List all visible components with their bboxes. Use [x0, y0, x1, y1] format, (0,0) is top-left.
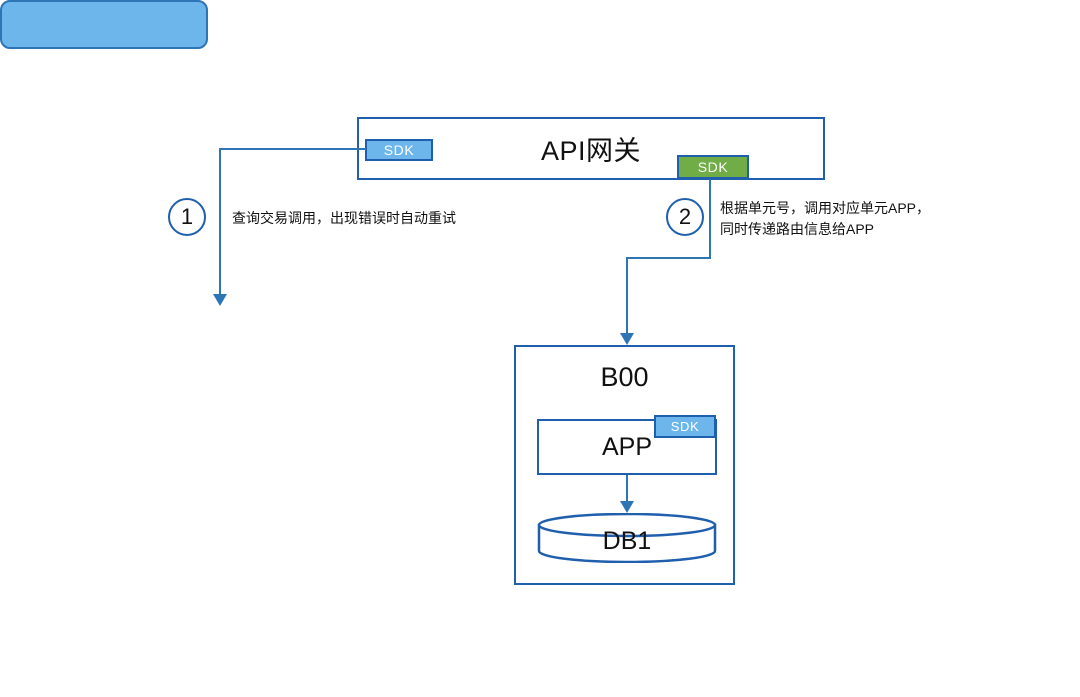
distributed-locator-service-box[interactable] [0, 0, 208, 49]
database-label: DB1 [602, 526, 652, 555]
step-2-description: 根据单元号，调用对应单元APP， 同时传递路由信息给APP [720, 198, 930, 240]
distributed-locator-service-label: 分布式定位服务 [143, 319, 295, 343]
sdk-badge-app[interactable]: SDK [654, 415, 716, 438]
connector-1-horizontal [219, 148, 366, 150]
database-cylinder-icon[interactable] [537, 513, 717, 563]
step-2-description-line1: 根据单元号，调用对应单元APP， [720, 200, 931, 216]
connector-3-vertical [626, 475, 628, 503]
app-label: APP [601, 432, 653, 461]
step-2-description-line2: 同时传递路由信息给APP [720, 221, 875, 237]
connector-2-vertical-upper [709, 179, 711, 259]
api-gateway-box[interactable] [357, 117, 825, 180]
connector-3-arrowhead-icon [620, 501, 634, 513]
step-1-marker: 1 [168, 198, 206, 236]
connector-1-arrowhead-icon [213, 294, 227, 306]
connector-2-arrowhead-icon [620, 333, 634, 345]
connector-2-horizontal [626, 257, 711, 259]
sdk-badge-gateway-left[interactable]: SDK [365, 139, 433, 161]
unit-b00-title: B00 [600, 361, 649, 392]
api-gateway-title: API网关 [540, 136, 642, 166]
step-1-divider [219, 196, 221, 240]
connector-2-vertical-lower [626, 257, 628, 335]
sdk-badge-gateway-right[interactable]: SDK [677, 155, 749, 179]
step-1-description: 查询交易调用，出现错误时自动重试 [232, 210, 456, 226]
step-2-marker: 2 [666, 198, 704, 236]
